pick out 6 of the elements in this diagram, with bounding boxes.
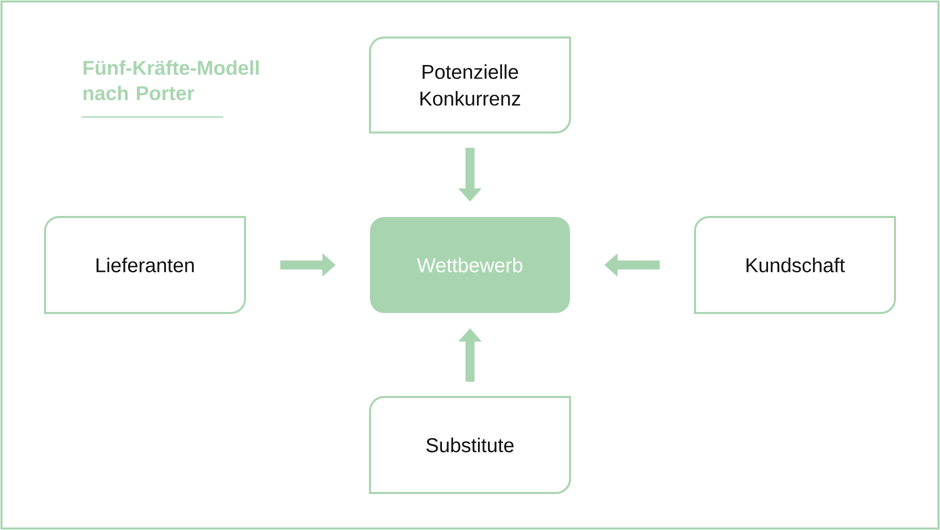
process-box: Kundschaft	[694, 216, 896, 314]
title: Fünf-Kräfte-Modell nach Porter	[84, 60, 259, 100]
process-box: Potenzielle Konkurrenz	[369, 36, 571, 134]
center-box: Wettbewerb	[370, 216, 570, 313]
process-box: Lieferanten	[44, 216, 246, 314]
process-box: Substitute	[369, 396, 571, 494]
